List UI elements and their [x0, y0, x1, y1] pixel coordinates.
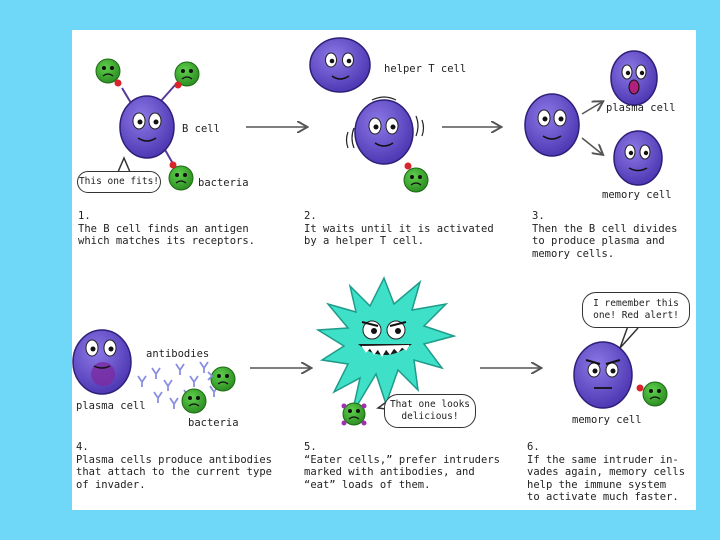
activated-b-cell	[345, 96, 425, 165]
label-plasma-cell-step4: plasma cell	[76, 400, 146, 412]
b-cell	[119, 95, 175, 159]
bacteria-step2	[403, 162, 429, 193]
marked-bacteria	[341, 402, 367, 426]
label-bacteria-step1: bacteria	[198, 177, 249, 189]
bacteria-bound	[168, 161, 194, 191]
label-memory-cell-step6: memory cell	[572, 414, 642, 426]
eater-cell	[315, 276, 457, 415]
step-1-caption: 1. The B cell finds an antigen which mat…	[78, 210, 255, 248]
label-b-cell: B cell	[182, 123, 220, 135]
speech-bubble-remember: I remember this one! Red alert!	[582, 292, 690, 328]
memory-cell-large	[573, 341, 633, 409]
step-2-line-2: by a helper T cell.	[304, 235, 425, 247]
step-2-line-1: It waits until it is activated	[304, 222, 494, 235]
step-5-caption: 5. “Eater cells,” prefer intruders marke…	[304, 441, 500, 491]
step-3-line-2: to produce plasma and	[532, 235, 665, 247]
step-2-number: 2.	[304, 210, 317, 222]
step-3-line-3: memory cells.	[532, 247, 615, 260]
step-6-line-1: If the same intruder in-	[527, 453, 679, 466]
speech-bubble-delicious-line-2: delicious!	[401, 411, 459, 422]
dividing-b-cell	[524, 93, 580, 157]
step-1-line-2: which matches its receptors.	[78, 235, 256, 247]
step-4-line-2: that attach to the current type	[76, 466, 272, 478]
diagram-panel: B cell bacteria helper T cell plasma cel…	[72, 30, 696, 510]
label-antibodies: antibodies	[146, 348, 210, 360]
step-2-caption: 2. It waits until it is activated by a h…	[304, 210, 494, 248]
step-1-line-1: The B cell finds an antigen	[78, 222, 249, 235]
step-3-line-1: Then the B cell divides	[532, 222, 678, 235]
step-6-number: 6.	[527, 441, 540, 453]
bubble-tail-fits	[117, 156, 131, 173]
step-6-line-2: vades again, memory cells	[527, 466, 686, 478]
speech-bubble-fits-text: This one fits!	[78, 176, 160, 187]
step-6-caption: 6. If the same intruder in- vades again,…	[527, 441, 685, 504]
diagram-artwork	[72, 37, 668, 426]
bacteria-step4-top	[207, 366, 236, 392]
label-bacteria-step4: bacteria	[188, 417, 239, 429]
step-4-line-1: Plasma cells produce antibodies	[76, 453, 272, 466]
memory-cell-small	[613, 130, 663, 186]
speech-bubble-remember-line-2: one! Red alert!	[593, 310, 679, 321]
bacteria-step4-bottom	[181, 388, 207, 414]
helper-t-cell	[309, 37, 371, 93]
step-6-line-3: help the immune system	[527, 478, 667, 491]
bacteria-top-right	[174, 61, 200, 89]
speech-bubble-fits: This one fits!	[77, 171, 161, 193]
step-5-line-3: “eat” loads of them.	[304, 478, 431, 491]
arrow-to-plasma	[581, 102, 602, 115]
step-5-line-1: “Eater cells,” prefer intruders	[304, 453, 500, 466]
speech-bubble-delicious-line-1: That one looks	[389, 399, 471, 410]
step-4-caption: 4. Plasma cells produce antibodies that …	[76, 441, 272, 491]
label-plasma-cell-step3: plasma cell	[606, 102, 676, 114]
speech-bubble-remember-line-1: I remember this	[593, 298, 679, 309]
label-helper-t-cell: helper T cell	[384, 63, 467, 75]
step-4-number: 4.	[76, 441, 89, 453]
step-3-number: 3.	[532, 210, 545, 222]
step-1-number: 1.	[78, 210, 91, 222]
step-5-line-2: marked with antibodies, and	[304, 466, 475, 478]
bacteria-top-left	[95, 58, 122, 87]
step-3-caption: 3. Then the B cell divides to produce pl…	[532, 210, 677, 260]
step-4-line-3: of invader.	[76, 478, 146, 491]
speech-bubble-delicious: That one looks delicious!	[384, 394, 476, 428]
step-6-line-4: to activate much faster.	[527, 491, 679, 503]
plasma-cell-large	[72, 329, 132, 395]
step-5-number: 5.	[304, 441, 317, 453]
label-memory-cell-step3: memory cell	[602, 189, 672, 201]
arrow-to-memory	[581, 137, 602, 154]
plasma-cell-small	[610, 50, 658, 106]
bacteria-step6	[636, 381, 668, 407]
bubble-tail-remember	[619, 325, 639, 349]
